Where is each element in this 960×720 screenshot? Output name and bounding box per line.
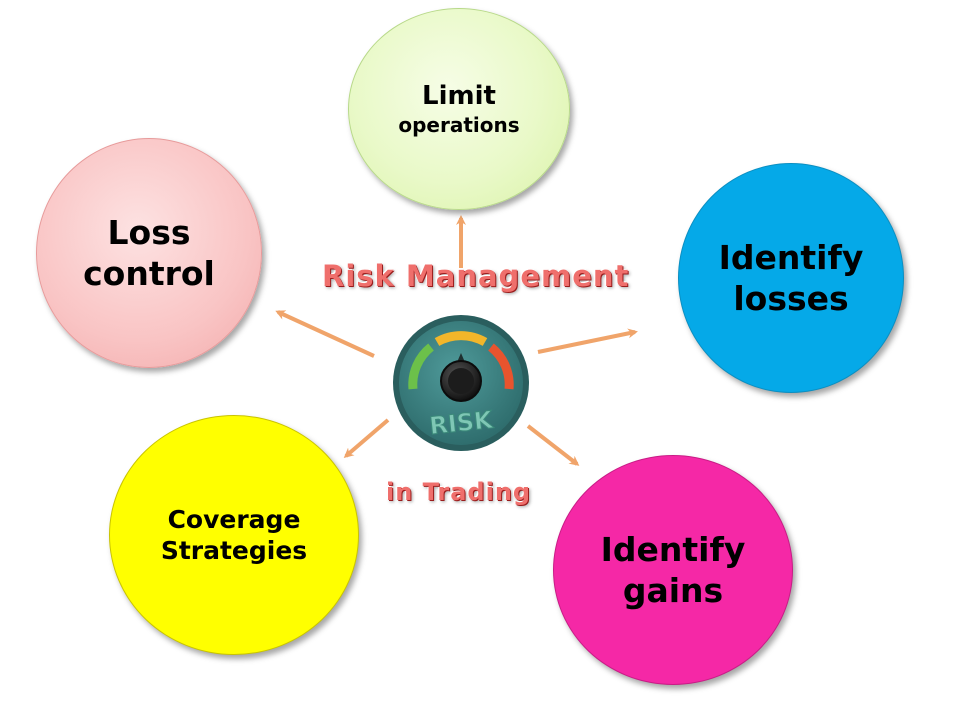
arrow-to-loss-control (275, 310, 375, 358)
arrow-to-coverage (343, 418, 390, 458)
node-label-line-2: operations (398, 112, 520, 137)
node-label-line-2: control (83, 254, 215, 293)
diagram-subtitle: in Trading (386, 478, 532, 506)
gauge-green-segment (408, 343, 434, 390)
node-identify-gains: Identify gains (553, 455, 793, 685)
arrow-to-identify-gains (526, 424, 580, 466)
node-label-line-1: Coverage (167, 504, 301, 534)
node-label-line-1: Limit (422, 81, 496, 112)
node-coverage-strategies: Coverage Strategies (109, 415, 359, 655)
node-label-line-1: Identify (600, 529, 746, 569)
node-label-line-2: Strategies (160, 536, 308, 565)
node-label-line-2: gains (622, 571, 724, 610)
node-loss-control: Loss control (36, 138, 262, 368)
node-label-line-1: Identify (718, 237, 864, 277)
node-label-line-1: Loss (107, 212, 191, 252)
node-limit-operations: Limit operations (348, 8, 570, 210)
risk-gauge-icon: RISK (393, 315, 529, 451)
node-identify-losses: Identify losses (678, 163, 904, 393)
gauge-red-segment (488, 343, 514, 390)
arrow-to-identify-losses (537, 328, 638, 354)
diagram-title: Risk Management (322, 259, 630, 293)
node-label-line-2: losses (733, 279, 849, 318)
gauge-yellow-segment (434, 331, 488, 346)
